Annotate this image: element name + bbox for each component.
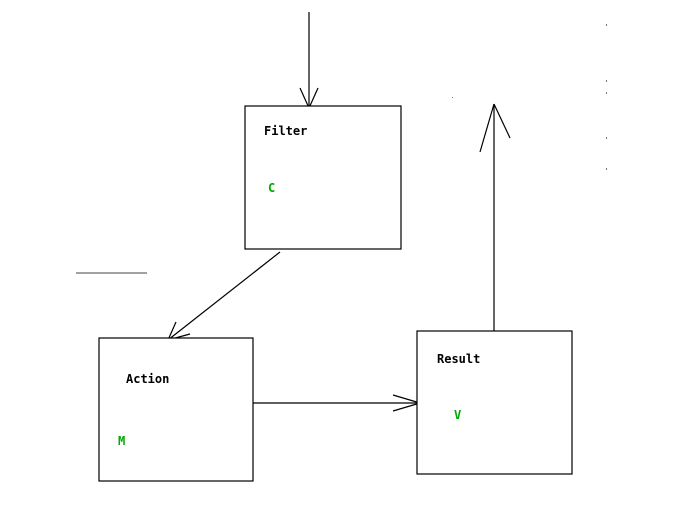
stray-mark — [606, 168, 607, 170]
filter-box — [244, 105, 402, 250]
stray-mark — [606, 92, 607, 94]
action-box — [98, 337, 254, 482]
filter-letter: C — [268, 181, 275, 195]
action-title: Action — [126, 372, 169, 386]
edge-action-to-result — [253, 394, 421, 412]
edge-filter-to-action — [167, 251, 281, 341]
node-result: Result V — [416, 330, 573, 475]
action-letter: M — [118, 434, 125, 448]
node-action: Action M — [98, 337, 254, 482]
filter-title: Filter — [264, 124, 307, 138]
stray-mark — [606, 24, 607, 26]
stray-mark — [606, 80, 607, 82]
edge-result-to-output — [479, 103, 511, 331]
result-title: Result — [437, 352, 480, 366]
result-box — [416, 330, 573, 475]
stray-mark — [452, 97, 453, 98]
edge-input-to-filter — [299, 12, 319, 109]
stray-mark — [606, 137, 607, 139]
node-filter: Filter C — [244, 105, 402, 250]
result-letter: V — [454, 408, 461, 422]
